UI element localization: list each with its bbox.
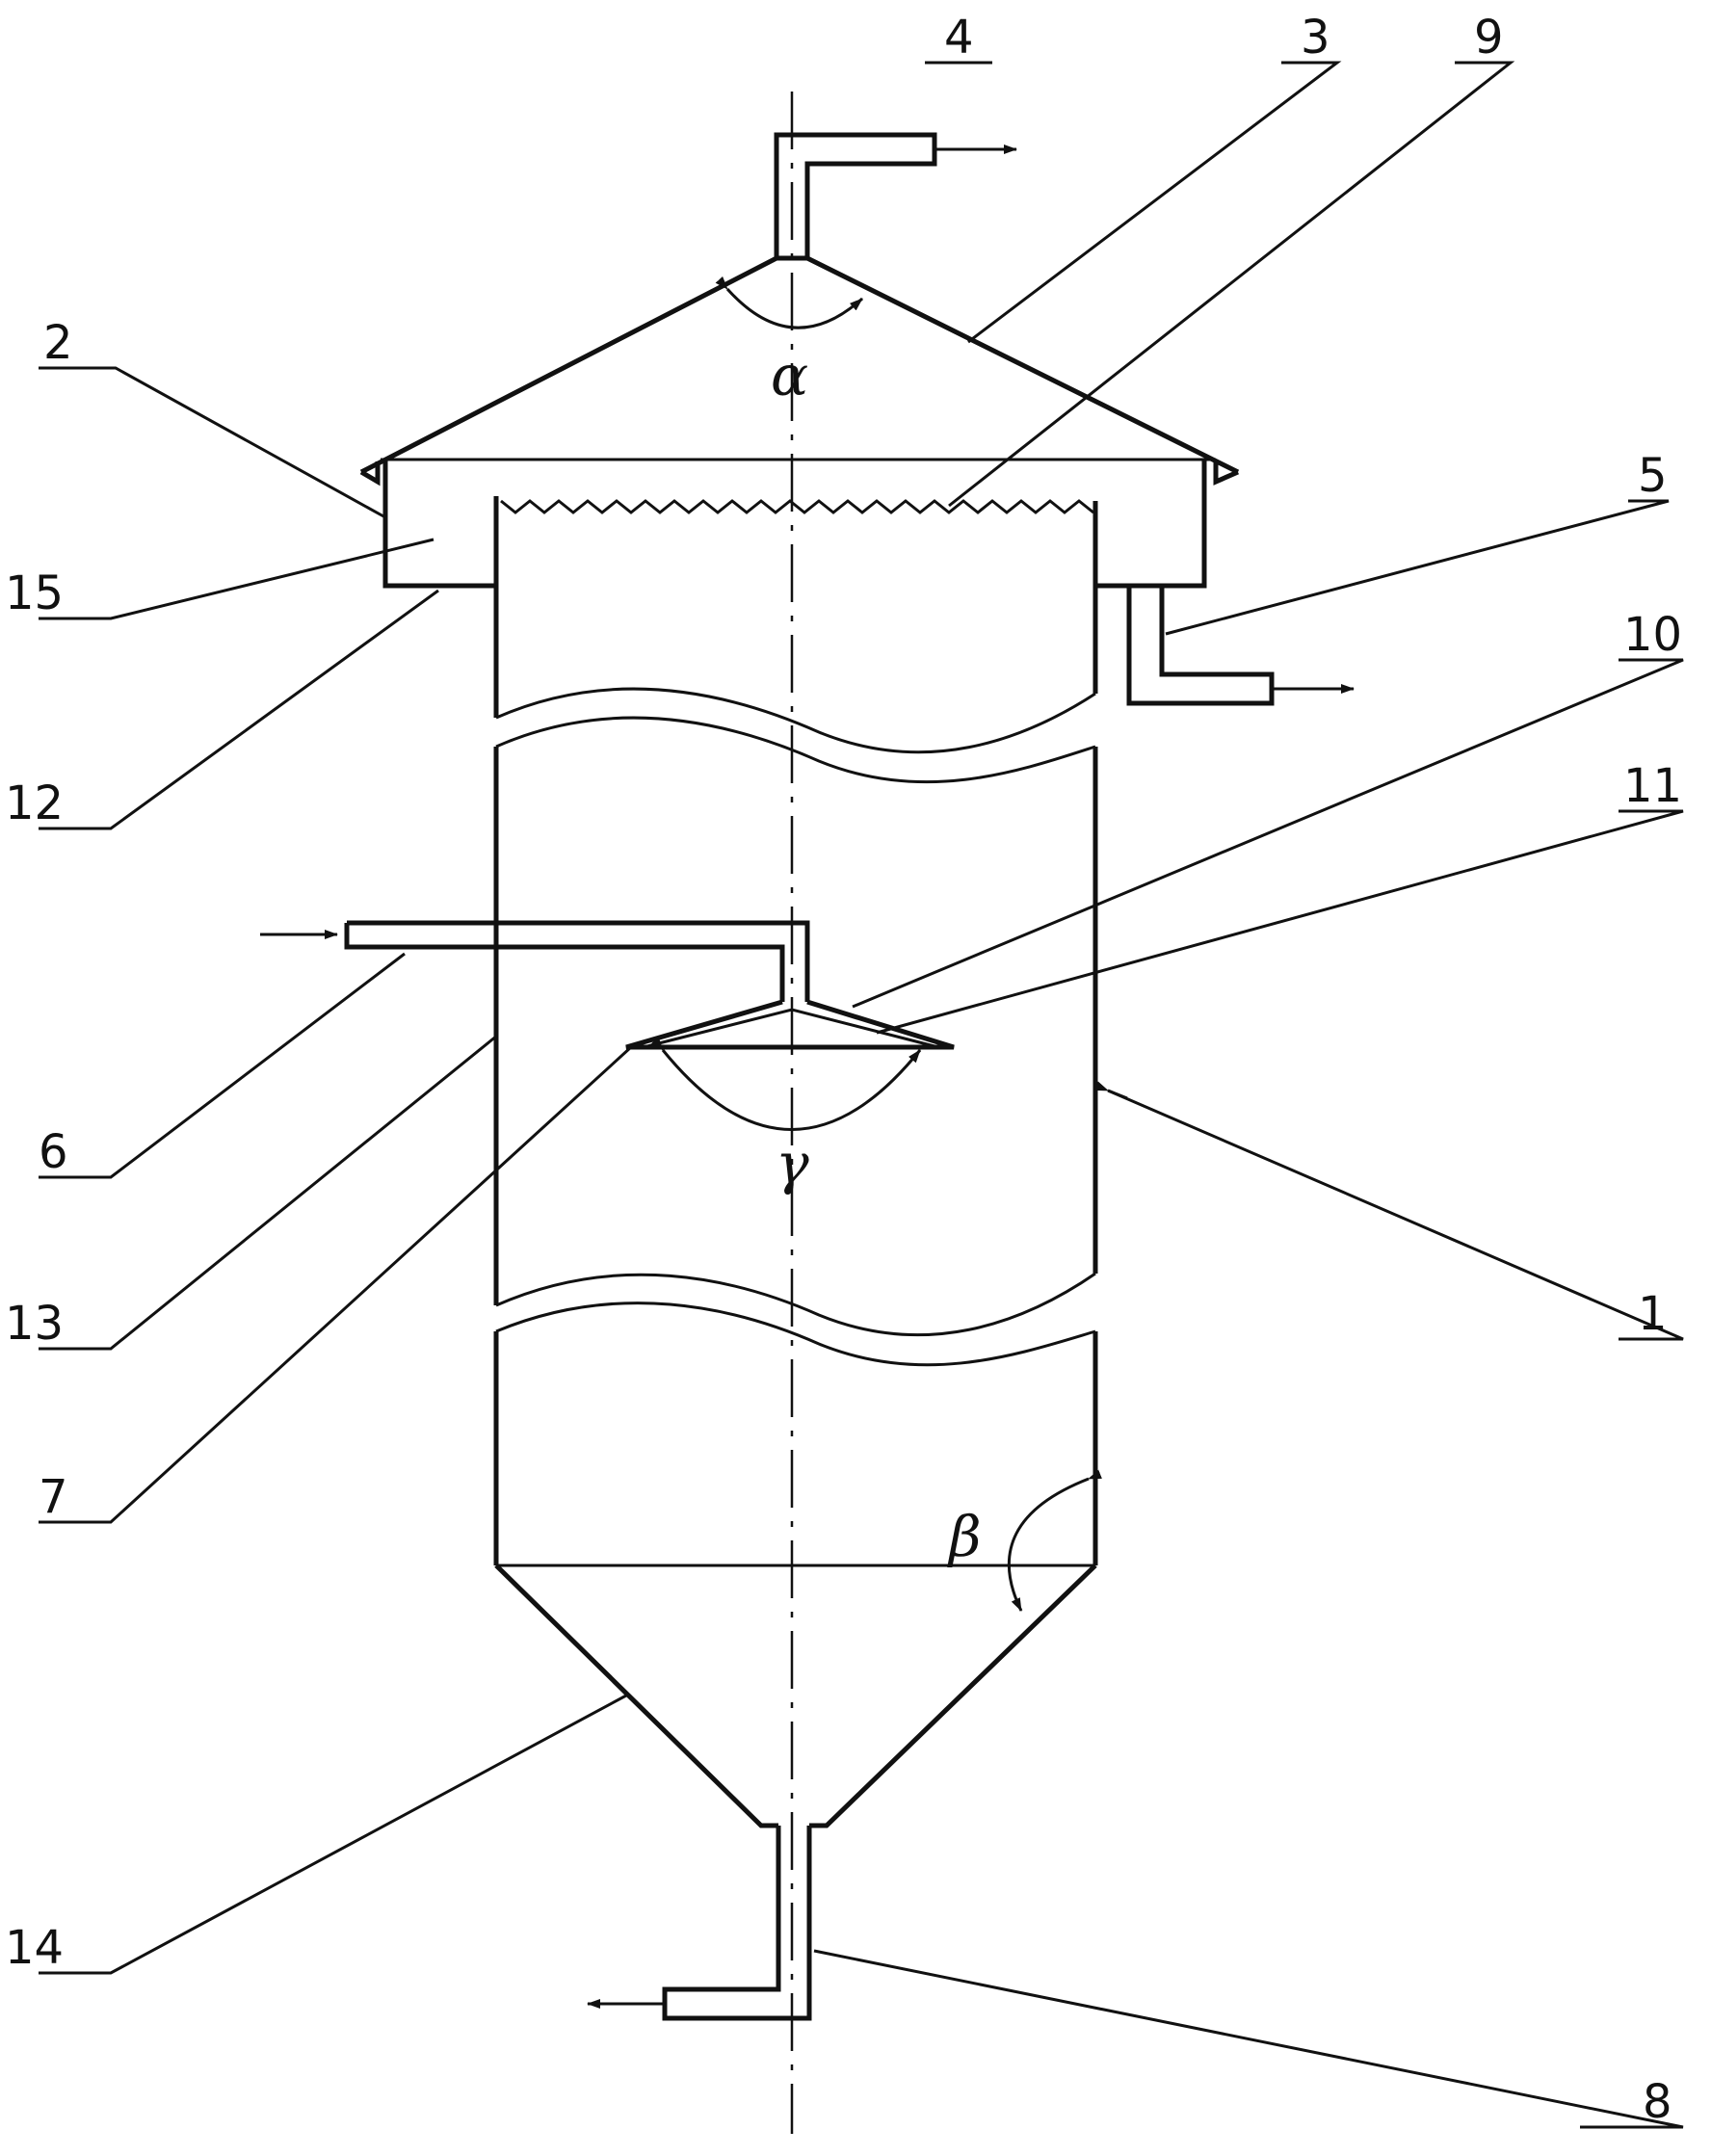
label-14: 14 bbox=[5, 1921, 64, 1975]
gamma-angle-arc bbox=[650, 1037, 922, 1131]
label-10: 10 bbox=[1623, 608, 1682, 662]
label-3: 3 bbox=[1301, 11, 1330, 65]
label-7: 7 bbox=[39, 1470, 68, 1524]
gamma-label: γ bbox=[776, 1131, 809, 1196]
cylinder-shell bbox=[493, 496, 1098, 1565]
feed-inlet-pipe bbox=[260, 920, 810, 1002]
label-15: 15 bbox=[5, 566, 64, 620]
label-11: 11 bbox=[1623, 759, 1682, 813]
label-13: 13 bbox=[5, 1297, 64, 1351]
label-5: 5 bbox=[1638, 449, 1668, 503]
break-line-lower bbox=[495, 1272, 1096, 1367]
label-4: 4 bbox=[944, 11, 974, 65]
label-1: 1 bbox=[1638, 1287, 1668, 1341]
label-12: 12 bbox=[5, 776, 64, 830]
sawtooth-weir bbox=[500, 499, 1094, 514]
gas-outlet-pipe bbox=[774, 132, 1017, 258]
label-9: 9 bbox=[1474, 11, 1504, 65]
bottom-outlet-pipe bbox=[587, 1826, 812, 2021]
label-6: 6 bbox=[39, 1125, 68, 1179]
beta-angle-arc bbox=[1007, 1469, 1102, 1612]
leader-lines bbox=[39, 61, 1684, 2129]
leader-arrow-1 bbox=[1094, 1081, 1128, 1100]
conical-cover bbox=[359, 255, 1240, 486]
alpha-label: α bbox=[771, 343, 808, 408]
break-line-upper bbox=[495, 687, 1096, 784]
beta-label: β bbox=[947, 1504, 982, 1569]
overflow-trough bbox=[382, 460, 1207, 589]
liquid-outlet-pipe bbox=[1126, 586, 1355, 706]
conical-bottom bbox=[494, 1564, 1097, 1828]
alpha-angle-arc bbox=[715, 276, 863, 329]
label-8: 8 bbox=[1643, 2075, 1672, 2129]
label-2: 2 bbox=[43, 316, 73, 370]
